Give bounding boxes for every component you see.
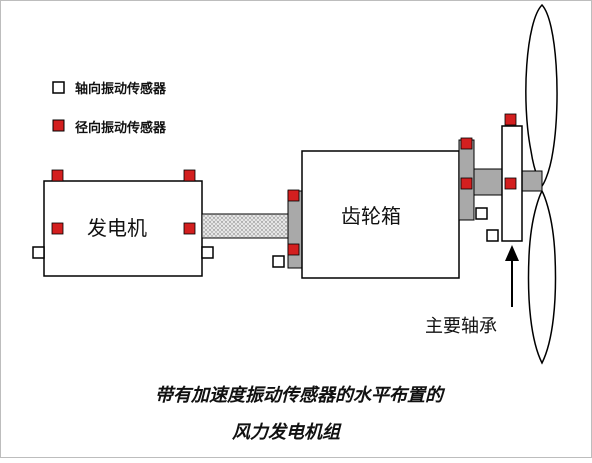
radial-sensor: [460, 177, 473, 190]
hub-shaft: [521, 170, 543, 192]
axial-sensor: [272, 255, 285, 268]
caption-line-2: 风力发电机组: [232, 422, 342, 443]
radial-sensor: [183, 169, 196, 182]
bearing-arrow: [505, 245, 519, 307]
radial-sensor: [460, 137, 473, 150]
legend-radial-icon: [52, 119, 65, 132]
axial-sensor: [475, 207, 488, 220]
radial-sensor: [51, 169, 64, 182]
radial-sensor: [287, 189, 300, 202]
generator-box: [43, 180, 203, 277]
axial-sensor: [486, 229, 499, 242]
legend-axial-icon: [52, 81, 65, 94]
axial-sensor: [32, 246, 45, 259]
main-shaft: [473, 168, 503, 196]
lower-blade: [527, 189, 557, 365]
coupling-shaft: [201, 213, 289, 239]
main-bearing-label: 主要轴承: [425, 316, 497, 337]
upper-blade: [525, 3, 558, 188]
radial-sensor: [504, 113, 517, 126]
axial-sensor: [201, 246, 214, 259]
radial-sensors: [51, 113, 517, 256]
gearbox-label: 齿轮箱: [341, 204, 401, 228]
radial-sensor: [51, 222, 64, 235]
axial-sensors: [32, 207, 499, 268]
radial-sensor: [183, 222, 196, 235]
legend: 轴向振动传感器 径向振动传感器: [52, 81, 167, 136]
radial-sensor: [504, 177, 517, 190]
gearbox-input-flange: [287, 190, 303, 269]
caption-line-1: 带有加速度振动传感器的水平布置的: [155, 385, 446, 406]
gearbox-box: [301, 150, 460, 279]
radial-sensor: [287, 243, 300, 256]
legend-axial-label: 轴向振动传感器: [75, 81, 167, 97]
generator-label: 发电机: [87, 216, 147, 240]
rotor-blades: [525, 3, 558, 365]
legend-radial-label: 径向振动传感器: [75, 120, 167, 136]
